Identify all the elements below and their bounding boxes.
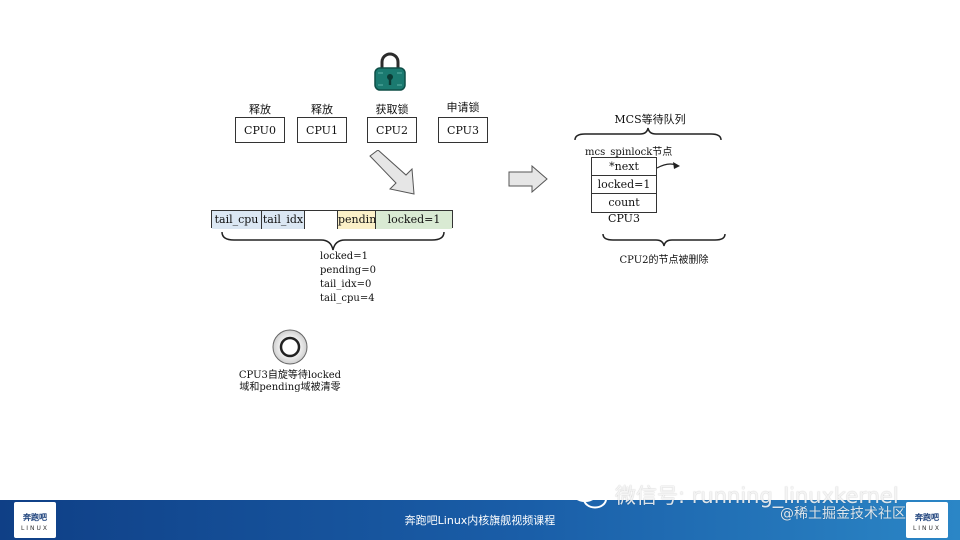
diagonal-arrow-icon <box>369 150 415 195</box>
footer-logo-right: 奔跑吧 LINUX <box>906 502 948 538</box>
mcs-queue-title: MCS等待队列 <box>614 113 686 126</box>
community-watermark: @稀土掘金技术社区 <box>780 506 906 522</box>
footer-bar: 奔跑吧 LINUX 奔跑吧Linux内核旗舰视频课程 奔跑吧 LINUX <box>0 500 960 540</box>
cpu2-box: CPU2 <box>367 117 417 143</box>
mcs-node-cpu: CPU3 <box>608 212 640 225</box>
right-arrow-icon <box>508 165 548 193</box>
lock-values: locked=1 pending=0 tail_idx=0 tail_cpu=4 <box>320 250 376 306</box>
cpu3-box: CPU3 <box>438 117 488 143</box>
footer-logo-left-sub: LINUX <box>20 525 50 532</box>
mcs-queue-brace-bottom <box>602 233 726 247</box>
value-tail-cpu: tail_cpu=4 <box>320 293 375 304</box>
field-pending: pending <box>338 211 383 229</box>
cpu2-state-label: 获取锁 <box>375 103 409 116</box>
spin-caption-line1: CPU3自旋等待locked <box>238 370 342 381</box>
value-pending: pending=0 <box>320 265 376 276</box>
footer-logo-left-text: 奔跑吧 <box>23 513 47 522</box>
mcs-queue-brace-top <box>574 127 722 141</box>
wechat-watermark: 微信号: running_linuxkernel <box>615 484 899 508</box>
footer-title: 奔跑吧Linux内核旗舰视频课程 <box>404 514 556 527</box>
cpu0-state-label: 释放 <box>249 103 271 116</box>
lock-word-brace <box>221 231 445 251</box>
wechat-icon <box>571 480 607 509</box>
field-empty <box>305 211 338 229</box>
footer-logo-left: 奔跑吧 LINUX <box>14 502 56 538</box>
mcs-field-count: count <box>608 196 640 209</box>
value-locked: locked=1 <box>320 251 368 262</box>
mcs-node: *next locked=1 count <box>591 157 657 213</box>
lock-word: tail_cpu tail_idx pending locked=1 <box>211 210 453 229</box>
value-tail-idx: tail_idx=0 <box>320 279 372 290</box>
footer-logo-right-sub: LINUX <box>912 525 942 532</box>
field-tail-cpu: tail_cpu <box>212 211 262 229</box>
next-pointer-arrow <box>656 162 680 169</box>
lock-icon <box>374 52 406 91</box>
mcs-field-next: *next <box>592 158 656 176</box>
mcs-caption: CPU2的节点被删除 <box>619 255 709 266</box>
spin-caption-line2: 域和pending域被清零 <box>239 382 341 393</box>
cpu0-box: CPU0 <box>235 117 285 143</box>
field-tail-idx: tail_idx <box>262 211 305 229</box>
cpu1-box: CPU1 <box>297 117 347 143</box>
field-locked: locked=1 <box>376 211 452 229</box>
cpu3-state-label: 申请锁 <box>446 101 480 114</box>
cpu1-state-label: 释放 <box>311 103 333 116</box>
mcs-field-locked: locked=1 <box>592 176 656 194</box>
spin-ring-icon <box>272 329 308 365</box>
mcs-node-title: mcs_spinlock节点 <box>585 147 673 158</box>
footer-logo-right-text: 奔跑吧 <box>915 513 939 522</box>
